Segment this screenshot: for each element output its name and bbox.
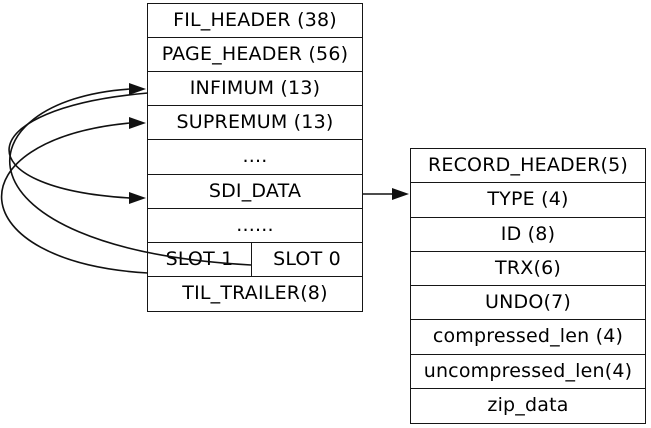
arrowhead-icon (129, 83, 146, 95)
row-ellipsis-1: .... (148, 140, 362, 175)
arrow-slot1-to-supremum (0, 117, 149, 274)
cell-slot-0: SLOT 0 (273, 247, 341, 270)
row-type: TYPE (4) (411, 183, 645, 218)
row-compressed-len: compressed_len (4) (411, 320, 645, 355)
row-undo: UNDO(7) (411, 286, 645, 321)
row-infimum: INFIMUM (13) (148, 72, 362, 107)
arrow-infimum-to-sdi-data-line (8, 92, 149, 199)
arrowhead-icon (129, 117, 146, 129)
innodb-page-box: FIL_HEADER (38) PAGE_HEADER (56) INFIMUM… (147, 3, 363, 312)
arrowhead-icon (392, 188, 409, 200)
row-record-header: RECORD_HEADER(5) (411, 149, 645, 184)
row-slots: SLOT 1 SLOT 0 (148, 242, 362, 277)
row-til-trailer: TIL_TRAILER(8) (182, 282, 328, 305)
arrow-infimum-to-sdi-data (8, 92, 149, 204)
row-supremum: SUPREMUM (13) (148, 106, 362, 141)
cell-slot-1: SLOT 1 (148, 242, 252, 276)
arrow-sdi-data-to-record (363, 188, 409, 200)
arrow-slot1-to-supremum-line (0, 122, 149, 274)
row-page-header: PAGE_HEADER (56) (148, 38, 362, 73)
row-fil-header: FIL_HEADER (38) (148, 4, 362, 39)
sdi-record-box: RECORD_HEADER(5) TYPE (4) ID (8) TRX(6) … (410, 148, 646, 424)
row-uncompressed-len: uncompressed_len(4) (411, 355, 645, 389)
row-zip-data: zip_data (487, 394, 569, 417)
row-trx: TRX(6) (411, 252, 645, 286)
row-ellipsis-2: ...... (148, 209, 362, 243)
row-id: ID (8) (411, 218, 645, 252)
row-sdi-data: SDI_DATA (148, 175, 362, 209)
arrowhead-icon (129, 192, 146, 204)
